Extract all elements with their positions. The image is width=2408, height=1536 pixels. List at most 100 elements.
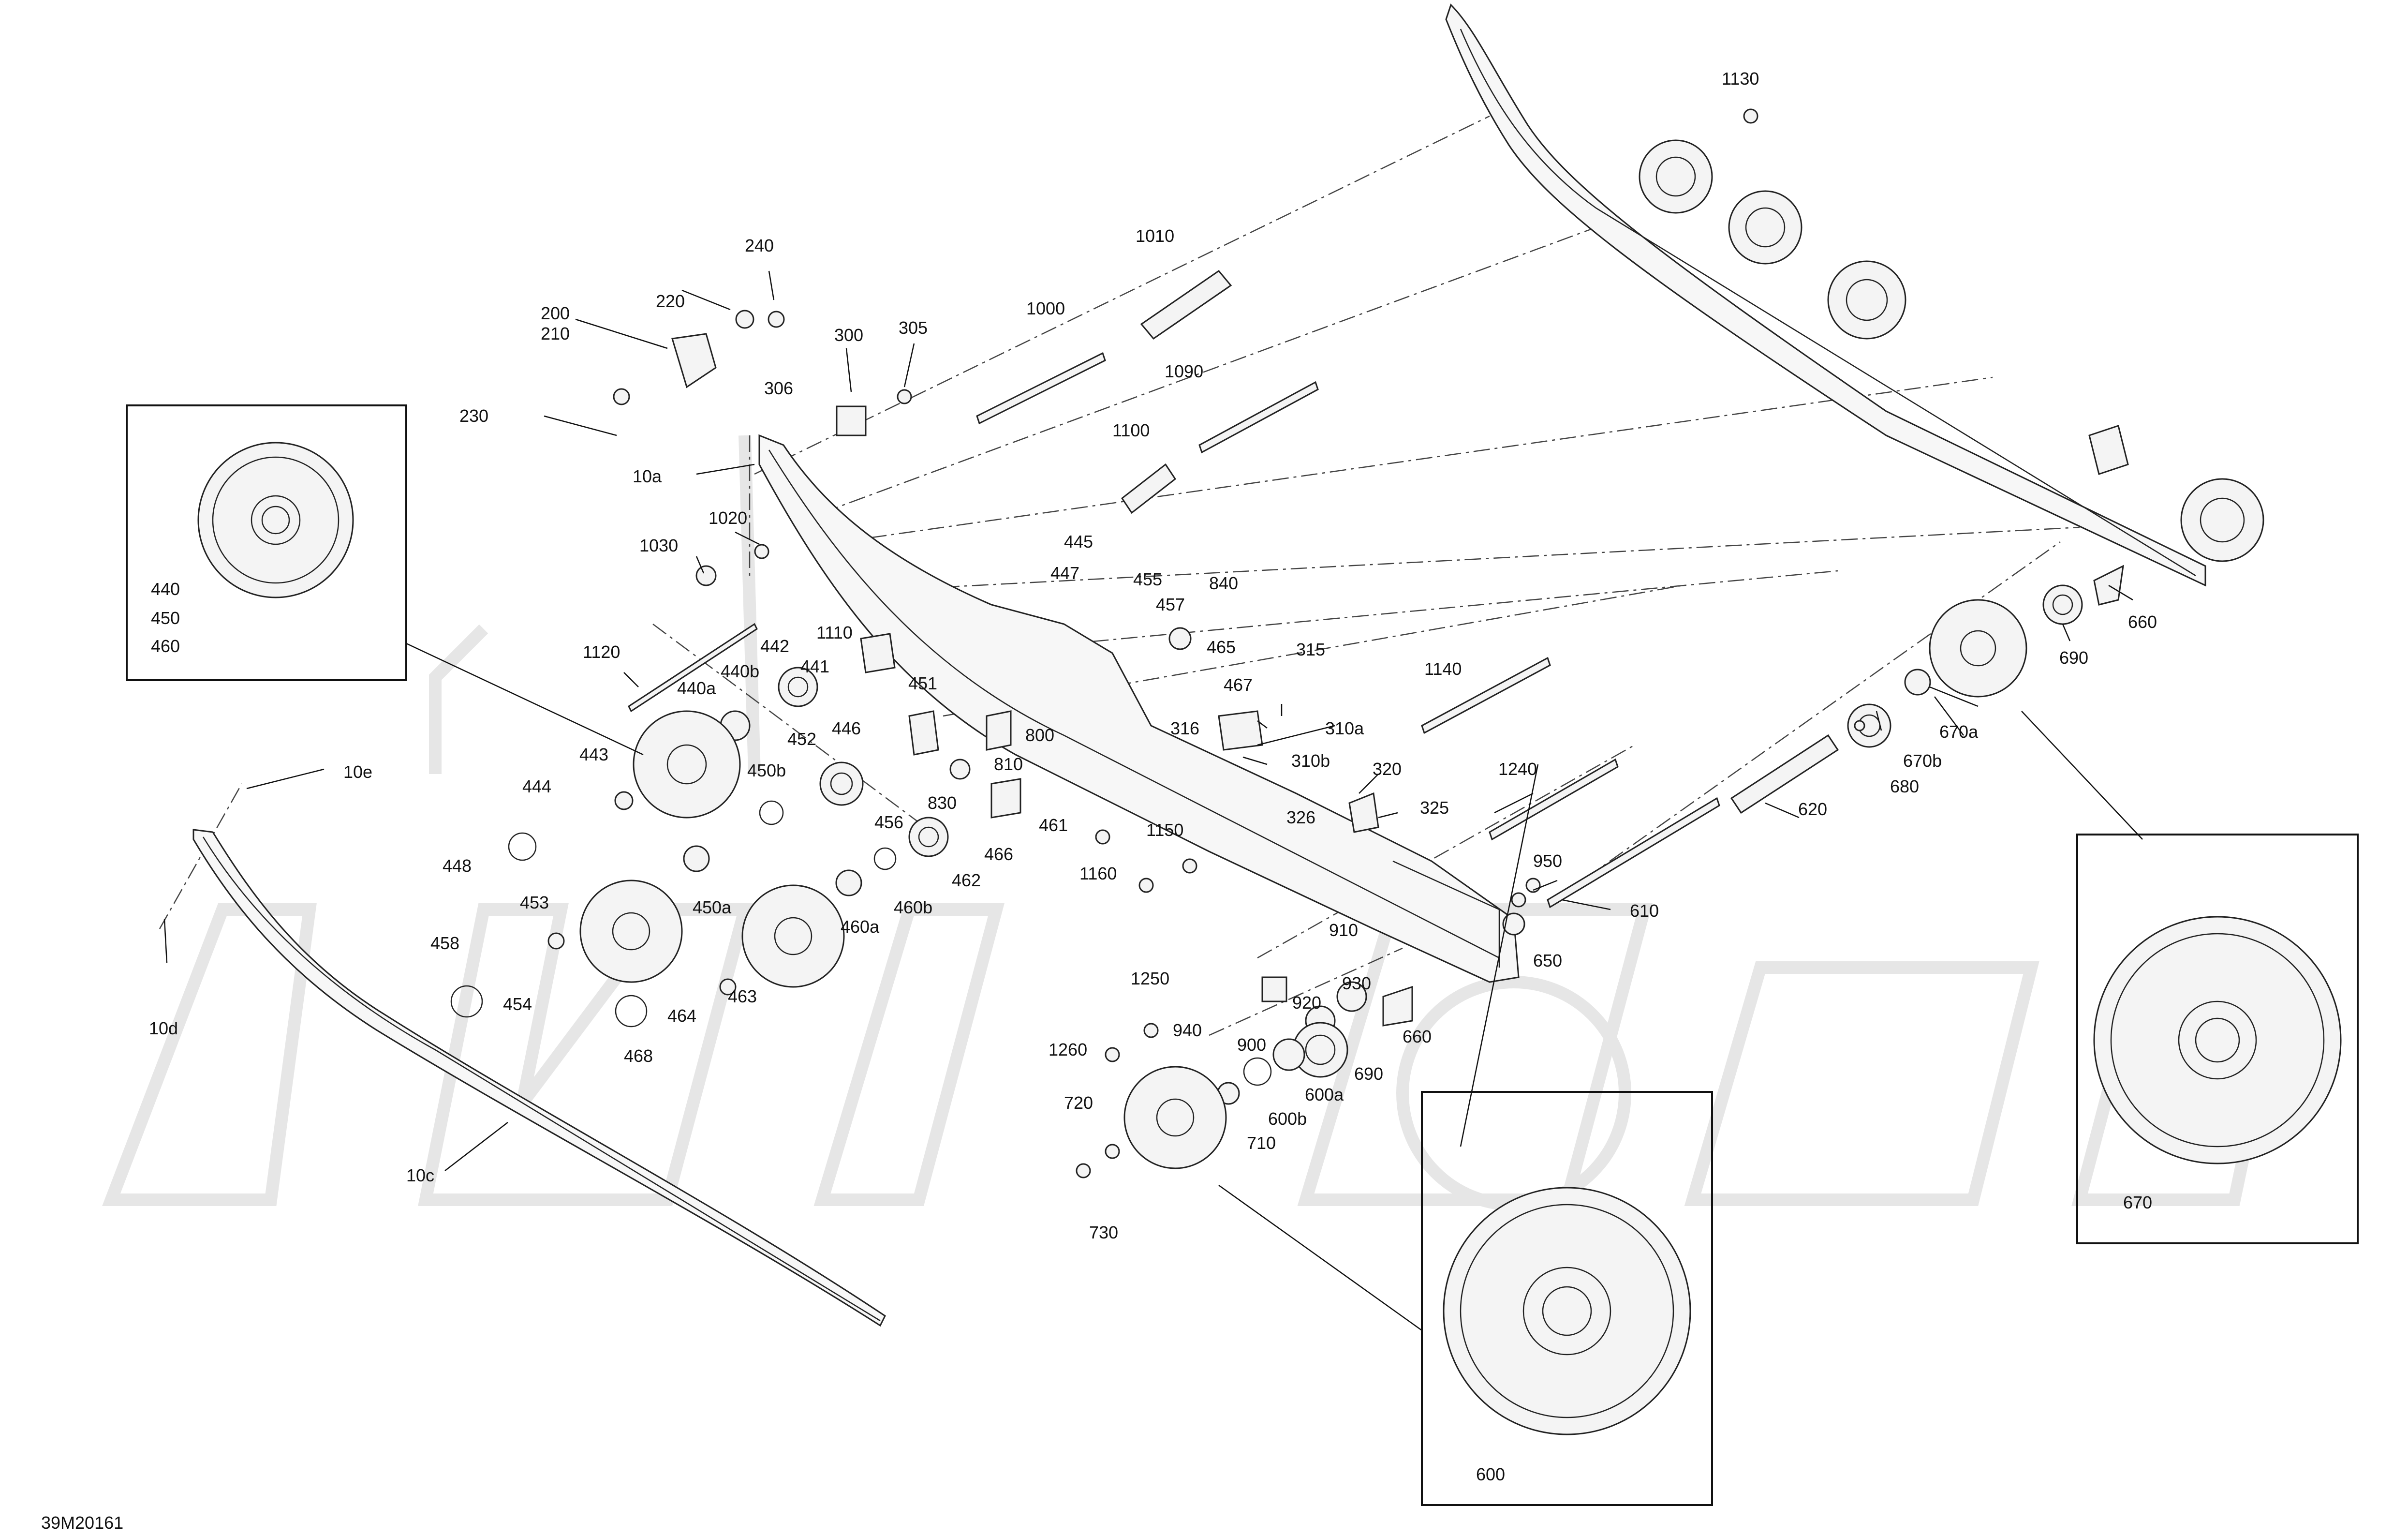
- part-label[interactable]: 1160: [1079, 864, 1117, 883]
- part-label[interactable]: 600b: [1268, 1109, 1307, 1129]
- part-label[interactable]: 730: [1089, 1223, 1118, 1242]
- part-label[interactable]: 840: [1209, 573, 1238, 593]
- part-label[interactable]: 1020: [709, 508, 747, 528]
- part-label[interactable]: 1030: [639, 536, 678, 555]
- drawing-id: 39M20161: [41, 1513, 123, 1533]
- part-label[interactable]: 458: [430, 933, 459, 953]
- fasteners: [450, 108, 2124, 1178]
- part-label[interactable]: 468: [624, 1046, 653, 1066]
- part-label[interactable]: 325: [1420, 798, 1449, 818]
- part-label[interactable]: 10c: [406, 1165, 434, 1185]
- part-label[interactable]: 460: [151, 636, 180, 656]
- part-label[interactable]: 710: [1247, 1133, 1276, 1153]
- part-label[interactable]: 442: [760, 636, 789, 656]
- part-label[interactable]: 670a: [1939, 722, 1979, 742]
- part-label[interactable]: 464: [667, 1006, 696, 1026]
- part-label[interactable]: 446: [832, 718, 861, 738]
- part-label[interactable]: 900: [1237, 1035, 1266, 1055]
- near-rail-10a: [758, 434, 1520, 983]
- part-label[interactable]: 600a: [1305, 1085, 1344, 1104]
- part-label[interactable]: 450: [151, 608, 180, 628]
- part-label[interactable]: 315: [1296, 640, 1325, 659]
- part-label[interactable]: 810: [994, 754, 1023, 774]
- part-label[interactable]: 1140: [1424, 659, 1462, 679]
- part-label[interactable]: 240: [745, 236, 774, 255]
- part-label[interactable]: 300: [834, 325, 863, 345]
- part-label[interactable]: 310b: [1291, 751, 1330, 771]
- part-label[interactable]: 465: [1207, 637, 1236, 657]
- part-label[interactable]: 455: [1133, 569, 1162, 589]
- part-label[interactable]: 451: [908, 673, 937, 693]
- part-label[interactable]: 670: [2123, 1193, 2152, 1212]
- part-label[interactable]: 444: [522, 776, 551, 796]
- part-label[interactable]: 680: [1890, 776, 1919, 796]
- part-label[interactable]: 440a: [677, 678, 716, 698]
- part-label[interactable]: 1260: [1049, 1040, 1087, 1059]
- part-label[interactable]: 447: [1050, 563, 1079, 583]
- part-label[interactable]: 910: [1329, 920, 1358, 940]
- part-label[interactable]: 448: [443, 856, 472, 876]
- part-label[interactable]: 230: [459, 406, 488, 426]
- part-label[interactable]: 441: [800, 656, 829, 676]
- part-label[interactable]: 1090: [1165, 361, 1203, 381]
- part-label[interactable]: 440: [151, 579, 180, 599]
- part-label[interactable]: 10d: [149, 1018, 178, 1038]
- part-label[interactable]: 440b: [721, 661, 759, 681]
- part-label[interactable]: 940: [1173, 1020, 1202, 1040]
- part-label[interactable]: 320: [1373, 759, 1402, 779]
- part-label[interactable]: 310a: [1325, 718, 1364, 738]
- part-label[interactable]: 660: [1403, 1027, 1432, 1046]
- part-label[interactable]: 456: [874, 812, 903, 832]
- part-label[interactable]: 457: [1156, 595, 1185, 614]
- part-labels: 1130 1010 1000 1090 1100 240 220 200 210…: [149, 69, 2157, 1484]
- part-label[interactable]: 1100: [1112, 420, 1150, 440]
- part-label[interactable]: 443: [579, 745, 608, 764]
- part-label[interactable]: 600: [1476, 1464, 1505, 1484]
- part-label[interactable]: 306: [764, 378, 793, 398]
- part-label[interactable]: 210: [541, 324, 570, 343]
- part-label[interactable]: 450b: [747, 761, 786, 780]
- part-label[interactable]: 930: [1342, 973, 1371, 993]
- part-label[interactable]: 950: [1533, 851, 1562, 871]
- part-label[interactable]: 1010: [1136, 226, 1174, 246]
- part-label[interactable]: 10e: [343, 762, 372, 782]
- part-label[interactable]: 454: [503, 994, 532, 1014]
- part-label[interactable]: 1240: [1498, 759, 1537, 779]
- part-label[interactable]: 220: [656, 291, 685, 311]
- part-label[interactable]: 650: [1533, 951, 1562, 970]
- part-label[interactable]: 445: [1064, 532, 1093, 552]
- part-label[interactable]: 720: [1064, 1093, 1093, 1113]
- part-label[interactable]: 466: [984, 844, 1013, 864]
- part-label[interactable]: 452: [787, 729, 816, 749]
- part-label[interactable]: 1000: [1026, 298, 1065, 318]
- part-label[interactable]: 1150: [1146, 820, 1183, 840]
- part-label[interactable]: 326: [1286, 807, 1315, 827]
- part-label[interactable]: 305: [899, 318, 928, 338]
- part-label[interactable]: 1120: [583, 642, 620, 662]
- part-label[interactable]: 450a: [693, 897, 732, 917]
- part-label[interactable]: 316: [1170, 718, 1199, 738]
- part-label[interactable]: 610: [1630, 901, 1659, 921]
- leader-lines: [163, 270, 2143, 1331]
- part-label[interactable]: 660: [2128, 612, 2157, 632]
- part-label[interactable]: 460b: [894, 897, 932, 917]
- part-label[interactable]: 200: [541, 303, 570, 323]
- part-label[interactable]: 1110: [816, 623, 853, 642]
- part-label[interactable]: 830: [928, 793, 957, 813]
- part-label[interactable]: 1130: [1722, 69, 1759, 89]
- part-label[interactable]: 463: [728, 986, 757, 1006]
- part-label[interactable]: 1250: [1131, 969, 1169, 988]
- part-label[interactable]: 462: [952, 870, 981, 890]
- part-label[interactable]: 800: [1025, 725, 1054, 745]
- part-label[interactable]: 620: [1798, 799, 1827, 819]
- part-label[interactable]: 670b: [1903, 751, 1942, 771]
- part-label[interactable]: 10a: [633, 466, 662, 486]
- part-label[interactable]: 453: [520, 893, 549, 912]
- part-label[interactable]: 690: [1354, 1064, 1383, 1084]
- part-label[interactable]: 690: [2059, 648, 2088, 668]
- part-label[interactable]: 461: [1039, 815, 1068, 835]
- part-label[interactable]: 467: [1224, 675, 1253, 695]
- part-label[interactable]: 460a: [841, 917, 880, 937]
- part-label[interactable]: 920: [1292, 993, 1321, 1013]
